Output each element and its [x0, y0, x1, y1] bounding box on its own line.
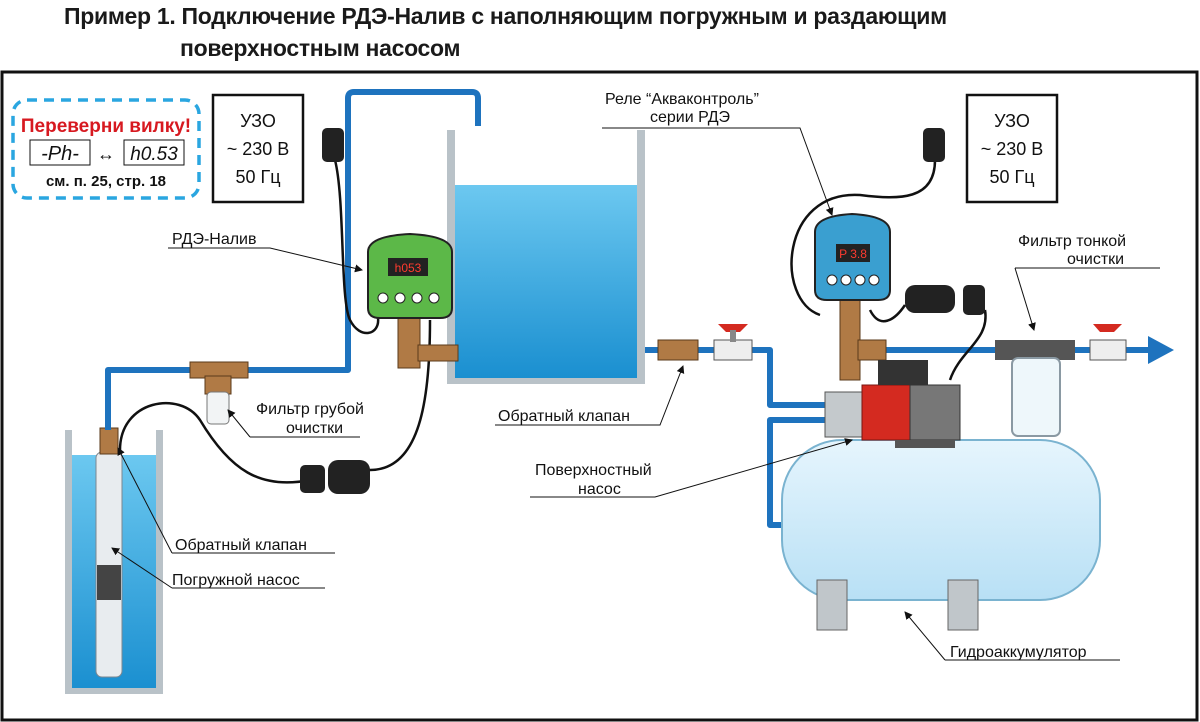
swap-arrow: ↔ [97, 144, 115, 164]
display-h053: h0.53 [130, 144, 178, 165]
diagram-frame [0, 70, 1199, 722]
notice-reference: см. п. 25, стр. 18 [46, 173, 166, 190]
rde-naliv-controller: h053 [367, 232, 459, 369]
uzo-right-line2: ~ 230 В [981, 139, 1044, 159]
akvakontrol-relay: P 3.8 [814, 212, 891, 381]
label-check-valve-right: Обратный клапан [498, 408, 630, 425]
ball-valve-outlet [1089, 324, 1127, 361]
check-valve-right [657, 339, 699, 361]
plug-icons [300, 128, 985, 494]
fine-filter [995, 340, 1075, 437]
label-coarse-filter-line2: очистки [286, 420, 343, 437]
label-fine-filter-line1: Фильтр тонкой [1018, 233, 1126, 250]
label-coarse-filter-line1: Фильтр грубой [256, 401, 364, 418]
uzo-left-line1: УЗО [240, 111, 276, 131]
storage-tank [447, 130, 645, 384]
label-rde-naliv: РДЭ-Налив [172, 231, 257, 248]
label-check-valve-left: Обратный клапан [175, 537, 307, 554]
notice-heading: Переверни вилку! [21, 116, 191, 137]
cables [118, 159, 987, 484]
leader-lines [112, 127, 1160, 661]
coarse-filter [189, 361, 249, 425]
uzo-left-box: УЗО ~ 230 В 50 Гц [211, 93, 305, 204]
uzo-left-line3: 50 Гц [235, 167, 280, 187]
uzo-left-line2: ~ 230 В [227, 139, 290, 159]
ball-valve [713, 324, 753, 361]
hydro-accumulator [781, 439, 1101, 631]
flow-arrow-icon [1148, 336, 1174, 364]
uzo-right-line1: УЗО [994, 111, 1030, 131]
label-relay-line2: серии РДЭ [650, 109, 730, 126]
green-display: h053 [395, 261, 422, 275]
blue-display: P 3.8 [839, 247, 867, 261]
labels: РДЭ-Налив Реле “Акваконтроль” серии РДЭ … [172, 91, 1126, 661]
label-fine-filter-line2: очистки [1067, 251, 1124, 268]
uzo-right-box: УЗО ~ 230 В 50 Гц [965, 93, 1059, 204]
title-line-1: Пример 1. Подключение РДЭ-Налив с наполн… [64, 3, 947, 29]
uzo-right-line3: 50 Гц [989, 167, 1034, 187]
label-surface-pump-line1: Поверхностный [535, 462, 652, 479]
pipes [105, 89, 1150, 528]
surface-pump [824, 360, 961, 448]
label-accumulator: Гидроаккумулятор [950, 644, 1087, 661]
label-submersible-pump: Погружной насос [172, 572, 300, 589]
notice-box: Переверни вилку! -Ph- ↔ h0.53 см. п. 25,… [11, 98, 201, 200]
label-surface-pump-line2: насос [578, 481, 621, 498]
submersible-pump [95, 427, 123, 678]
label-relay-line1: Реле “Акваконтроль” [605, 91, 759, 108]
display-ph: -Ph- [41, 143, 79, 165]
title-line-2: поверхностным насосом [180, 35, 461, 61]
